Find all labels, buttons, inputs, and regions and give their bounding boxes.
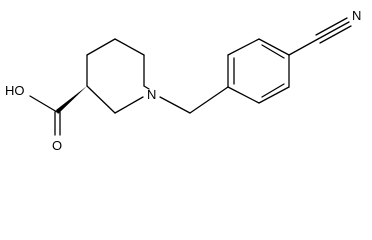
- bond-n1-c2: [114, 96, 144, 114]
- bond-ar6-ar1: [227, 86, 260, 104]
- bond-ar3-ar4: [258, 38, 290, 56]
- atom-label-nitrile-nitrogen: N: [352, 8, 361, 23]
- nitrile-group: [288, 17, 352, 56]
- bond-ch2-aryl: [189, 86, 229, 114]
- bond-ar2-ar3: [227, 38, 260, 56]
- carboxyl-group: [29, 95, 61, 136]
- bond-c3-c4: [86, 38, 116, 56]
- molecule-structure: HO O N N: [5, 8, 361, 153]
- triple-bond-2: [315, 17, 348, 36]
- atom-label-hydroxyl: HO: [5, 83, 25, 98]
- benzyl-linker: [159, 86, 229, 114]
- bond-c6-n1: [143, 85, 150, 90]
- bond-c-oh: [29, 95, 58, 113]
- bond-ar5-ar6: [258, 86, 290, 104]
- bond-c4-c5: [114, 38, 145, 56]
- benzene-ring: [227, 38, 290, 104]
- atom-label-carbonyl-oxygen: O: [52, 138, 62, 153]
- aromatic-inner-bond-3: [261, 83, 285, 98]
- bond-n-ch2: [159, 96, 191, 114]
- triple-bond-1: [317, 21, 350, 40]
- triple-bond-3: [319, 25, 352, 44]
- piperidine-ring: [86, 38, 150, 114]
- aromatic-inner-bond-2: [261, 44, 285, 59]
- atom-label-ring-nitrogen: N: [147, 87, 156, 102]
- bond-aryl-c-nitrile: [288, 38, 319, 56]
- wedge-bond-c3-carboxyl: [56, 86, 87, 114]
- bond-c2-c3: [86, 85, 116, 114]
